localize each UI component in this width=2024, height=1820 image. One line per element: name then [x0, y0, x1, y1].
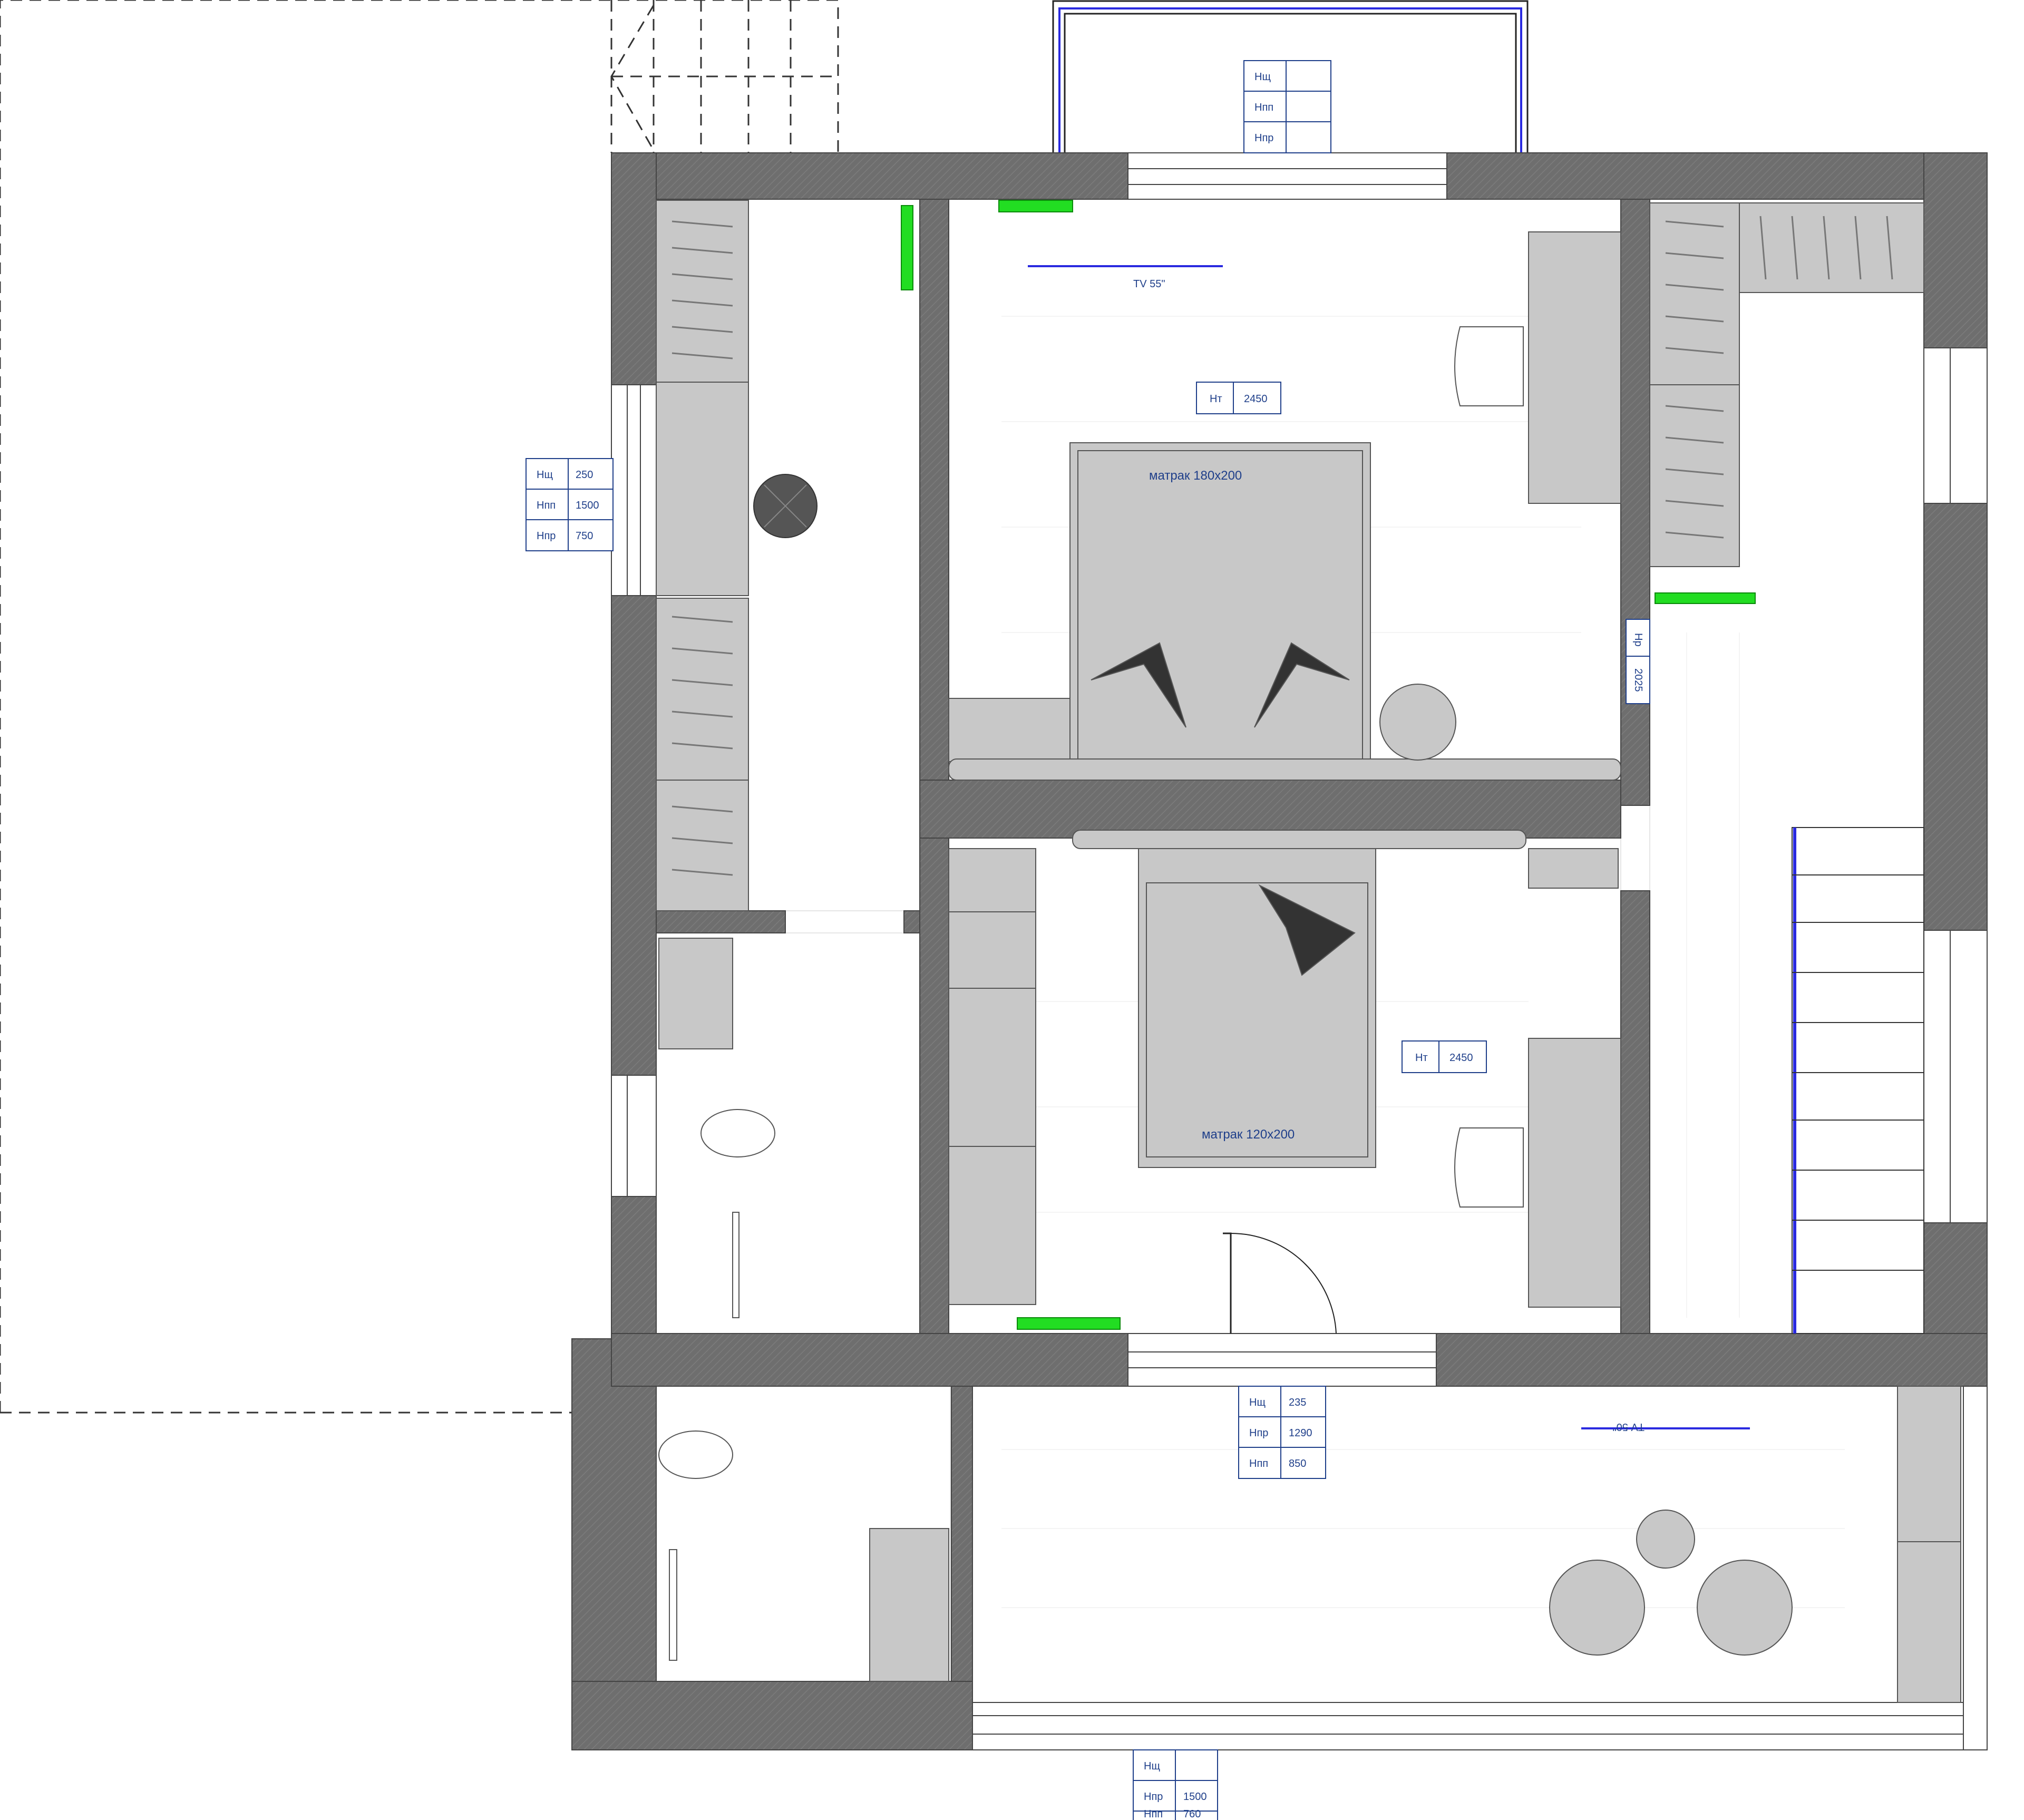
mattress-label-kids: матрак 120x200	[1202, 1127, 1295, 1142]
window-tag-balcony: Нщ Нпп Нпр	[1243, 60, 1331, 153]
west-tag-label-2: Нпр	[537, 530, 556, 542]
living-tag-value-2: 760	[1183, 1808, 1201, 1820]
living-tag-label-0: Нщ	[1144, 1760, 1160, 1772]
tv-label-main: TV 55"	[1133, 278, 1165, 290]
wardrobe-hangers	[672, 216, 1893, 876]
kids-bedroom-furniture	[948, 830, 1621, 1334]
living-tag-value-1: 1500	[1183, 1791, 1207, 1803]
dashed-outline	[0, 0, 839, 1414]
ceiling-tag-main-label: Нт	[1210, 393, 1222, 405]
west-tag-label-0: Нщ	[537, 469, 553, 481]
balcony-tag-label-1: Нпп	[1254, 102, 1273, 113]
window-tag-west: Нщ 250 Нпп 1500 Нпр 750	[526, 458, 614, 551]
round-ottoman	[753, 474, 818, 538]
radiators	[901, 200, 1756, 1330]
bathroom-fixtures	[658, 938, 949, 1682]
west-tag-value-0: 250	[576, 469, 593, 481]
west-tag-value-1: 1500	[576, 500, 599, 511]
west-tag-label-1: Нпп	[537, 500, 556, 511]
main-bedroom-furniture	[948, 231, 1621, 781]
mattress-label-main: матрак 180x200	[1149, 469, 1242, 483]
living-tag-label-1: Нпр	[1144, 1791, 1163, 1803]
balcony-tag-label-2: Нпр	[1254, 132, 1273, 144]
kids-south-tag-value-1: 1290	[1289, 1427, 1312, 1439]
ceiling-tag-kids-value: 2450	[1449, 1052, 1473, 1064]
ceiling-tag-kids: Нт 2450	[1402, 1040, 1487, 1073]
window-tag-kids-south: Нщ 235 Нпр 1290 Нпп 850	[1238, 1386, 1326, 1479]
ceiling-tag-main-value: 2450	[1244, 393, 1268, 405]
west-tag-value-2: 750	[576, 530, 593, 542]
door-height-tag: Нр 2025	[1626, 619, 1650, 704]
stair	[1792, 827, 1924, 1334]
kids-south-tag-label-1: Нпр	[1249, 1427, 1268, 1439]
window-tag-living-south: Нщ Нпр 1500 Нпп 760	[1133, 1749, 1218, 1820]
wardrobes	[656, 200, 1961, 1703]
tv-label-living: TV 50"	[1613, 1421, 1644, 1433]
balcony-tag-label-0: Нщ	[1254, 71, 1271, 83]
living-tag-label-2: Нпп	[1144, 1808, 1163, 1820]
walls	[571, 152, 1988, 1750]
door-height-tag-label: Нр	[1632, 633, 1644, 647]
kids-south-tag-label-0: Нщ	[1249, 1397, 1266, 1408]
kids-south-tag-label-2: Нпп	[1249, 1458, 1268, 1469]
living-room-furniture	[1549, 1427, 1793, 1656]
ceiling-tag-kids-label: Нт	[1415, 1052, 1428, 1064]
ceiling-tag-main: Нт 2450	[1196, 382, 1281, 414]
door-height-tag-value: 2025	[1632, 668, 1644, 692]
windows	[611, 152, 1988, 1750]
kids-south-tag-value-2: 850	[1289, 1458, 1306, 1469]
kids-south-tag-value-0: 235	[1289, 1397, 1306, 1408]
